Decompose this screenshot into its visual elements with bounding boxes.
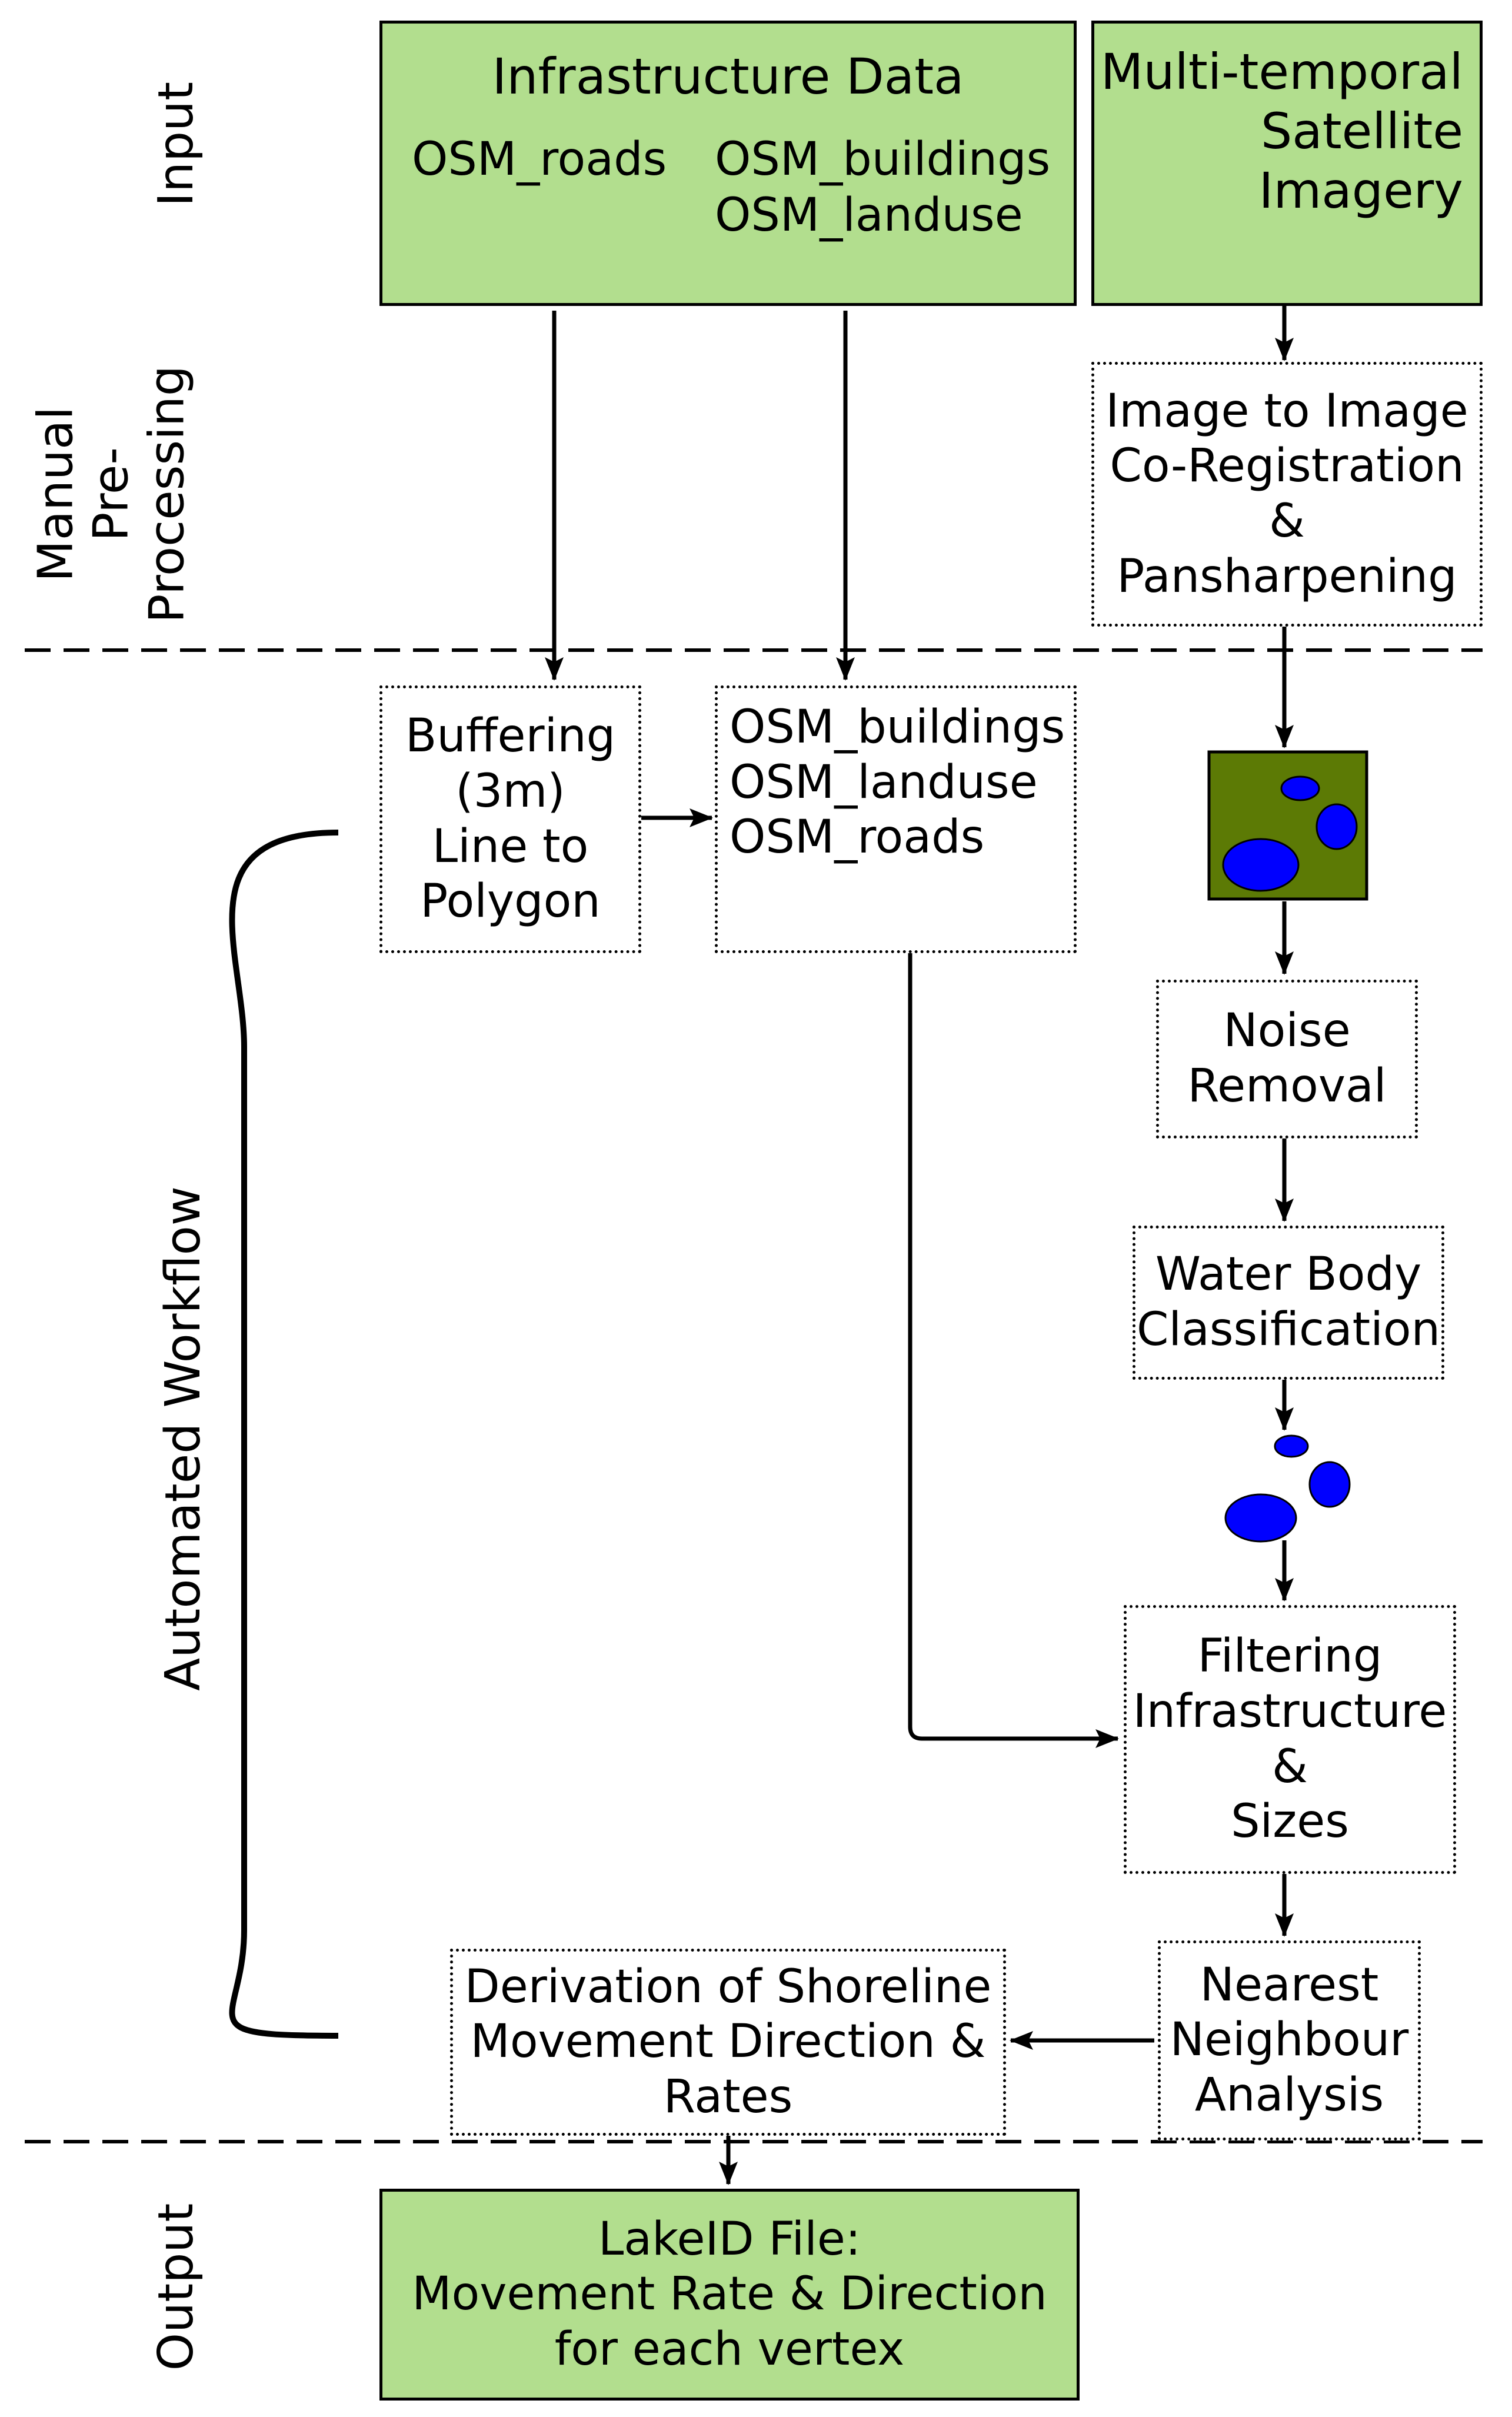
noise-line: Removal	[1187, 1060, 1387, 1113]
stage-automated-text: Automated Workflow	[155, 1186, 211, 1691]
buffering-line: (3m)	[455, 764, 565, 818]
osm-landuse-label: OSM_landuse	[715, 189, 1023, 242]
filtering-box: Filtering Infrastructure & Sizes	[1124, 1605, 1456, 1874]
classification-line: Water Body	[1155, 1248, 1422, 1301]
coregistration-line: Co-Registration	[1110, 440, 1464, 493]
satellite-imagery-box: Multi-temporal Satellite Imagery	[1091, 21, 1483, 306]
derivation-line: Rates	[663, 2070, 793, 2123]
stage-preprocessing-line: Processing	[139, 365, 195, 623]
stage-preprocessing-line: Manual	[28, 407, 84, 582]
automated-workflow-bracket	[229, 830, 339, 2039]
water-bodies-icon	[1224, 1434, 1351, 1543]
stage-label-preprocessing: Manual Pre- Processing	[28, 365, 195, 623]
derivation-box: Derivation of Shoreline Movement Directi…	[450, 1949, 1006, 2136]
satellite-line: Multi-temporal	[1100, 43, 1463, 101]
coregistration-box: Image to Image Co-Registration & Panshar…	[1091, 362, 1483, 627]
output-line: Movement Rate & Direction	[412, 2268, 1047, 2321]
coregistration-line: Pansharpening	[1117, 550, 1457, 603]
satellite-image-icon	[1207, 750, 1368, 901]
osm-roads-label: OSM_roads	[412, 133, 667, 186]
stage-output-text: Output	[148, 2203, 204, 2371]
osm-layer-line: OSM_landuse	[730, 755, 1038, 809]
infrastructure-data-box: Infrastructure Data OSM_roads OSM_buildi…	[379, 21, 1077, 306]
buffering-line: Polygon	[420, 875, 601, 928]
stage-label-automated: Automated Workflow	[155, 1186, 211, 1691]
filtering-line: &	[1272, 1740, 1308, 1793]
output-file-box: LakeID File: Movement Rate & Direction f…	[379, 2189, 1080, 2401]
buffering-box: Buffering (3m) Line to Polygon	[379, 685, 641, 953]
water-body-classification-box: Water Body Classification	[1133, 1226, 1444, 1380]
osm-layer-line: OSM_buildings	[730, 701, 1065, 754]
buffering-line: Buffering	[405, 710, 616, 763]
filtering-line: Infrastructure	[1133, 1684, 1447, 1738]
noise-removal-box: Noise Removal	[1156, 980, 1418, 1138]
stage-preprocessing-line: Pre-	[83, 447, 139, 541]
osm-layers-box: OSM_buildings OSM_landuse OSM_roads	[715, 685, 1077, 953]
output-line: LakeID File:	[598, 2212, 861, 2266]
noise-line: Noise	[1223, 1004, 1351, 1058]
nearest-neighbour-box: Nearest Neighbour Analysis	[1158, 1940, 1421, 2140]
coregistration-line: Image to Image	[1105, 384, 1468, 438]
buffering-line: Line to	[432, 820, 589, 873]
derivation-line: Movement Direction &	[470, 2015, 986, 2069]
nearest-line: Nearest	[1200, 1958, 1379, 2012]
stage-label-output: Output	[148, 2203, 204, 2371]
nearest-line: Analysis	[1194, 2068, 1384, 2122]
output-line: for each vertex	[554, 2322, 905, 2376]
satellite-line: Satellite	[1260, 102, 1463, 160]
stage-label-input: Input	[148, 81, 204, 207]
derivation-line: Derivation of Shoreline	[464, 1960, 992, 2013]
filtering-line: Sizes	[1231, 1795, 1349, 1849]
osm-buildings-label: OSM_buildings	[715, 133, 1051, 186]
classification-line: Classification	[1136, 1303, 1441, 1356]
infrastructure-title: Infrastructure Data	[492, 48, 964, 105]
osm-layer-line: OSM_roads	[730, 811, 985, 864]
arrow-layers-to-filtering	[908, 948, 1119, 1748]
coregistration-line: &	[1269, 495, 1305, 548]
satellite-line: Imagery	[1258, 161, 1463, 219]
filtering-line: Filtering	[1197, 1630, 1383, 1683]
stage-input-text: Input	[148, 81, 204, 207]
nearest-line: Neighbour	[1170, 2013, 1409, 2067]
